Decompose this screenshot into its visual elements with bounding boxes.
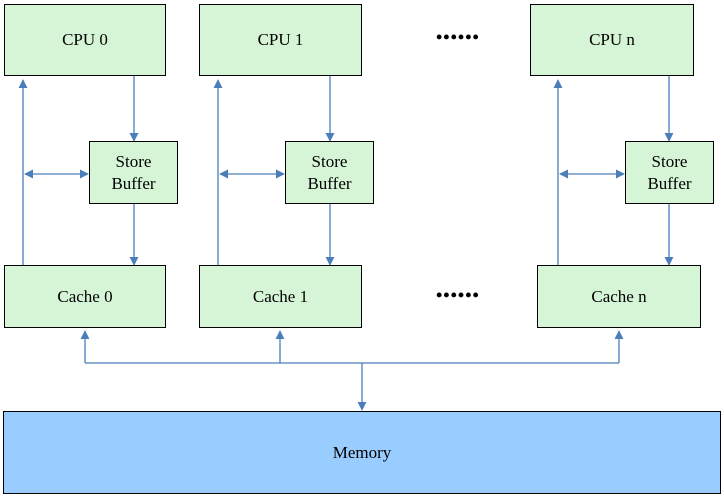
memory-label: Memory [332, 442, 392, 462]
store-buffer-n-box: Store Buffer [625, 141, 714, 204]
store-buffer-0-label: Store Buffer [111, 151, 156, 193]
store-buffer-n-label: Store Buffer [647, 151, 692, 193]
store-buffer-1-box: Store Buffer [285, 141, 374, 204]
cache-n-label: Cache n [591, 286, 647, 306]
cpu-0-box: CPU 0 [4, 4, 166, 76]
store-buffer-0-box: Store Buffer [89, 141, 178, 204]
cache-1-box: Cache 1 [199, 265, 362, 328]
cpu-n-box: CPU n [530, 4, 694, 76]
cache-n-box: Cache n [537, 265, 701, 328]
cache-0-box: Cache 0 [4, 265, 166, 328]
memory-box: Memory [3, 411, 721, 494]
cpu-1-box: CPU 1 [199, 4, 362, 76]
cpu-1-label: CPU 1 [257, 30, 304, 49]
cpu-n-label: CPU n [589, 30, 635, 49]
cpu-0-label: CPU 0 [62, 30, 108, 49]
cache-0-label: Cache 0 [57, 286, 113, 306]
cache-1-label: Cache 1 [252, 286, 309, 306]
store-buffer-1-label: Store Buffer [307, 151, 352, 193]
ellipsis-top: •••••• [436, 27, 480, 47]
ellipsis-bottom: •••••• [436, 285, 480, 305]
